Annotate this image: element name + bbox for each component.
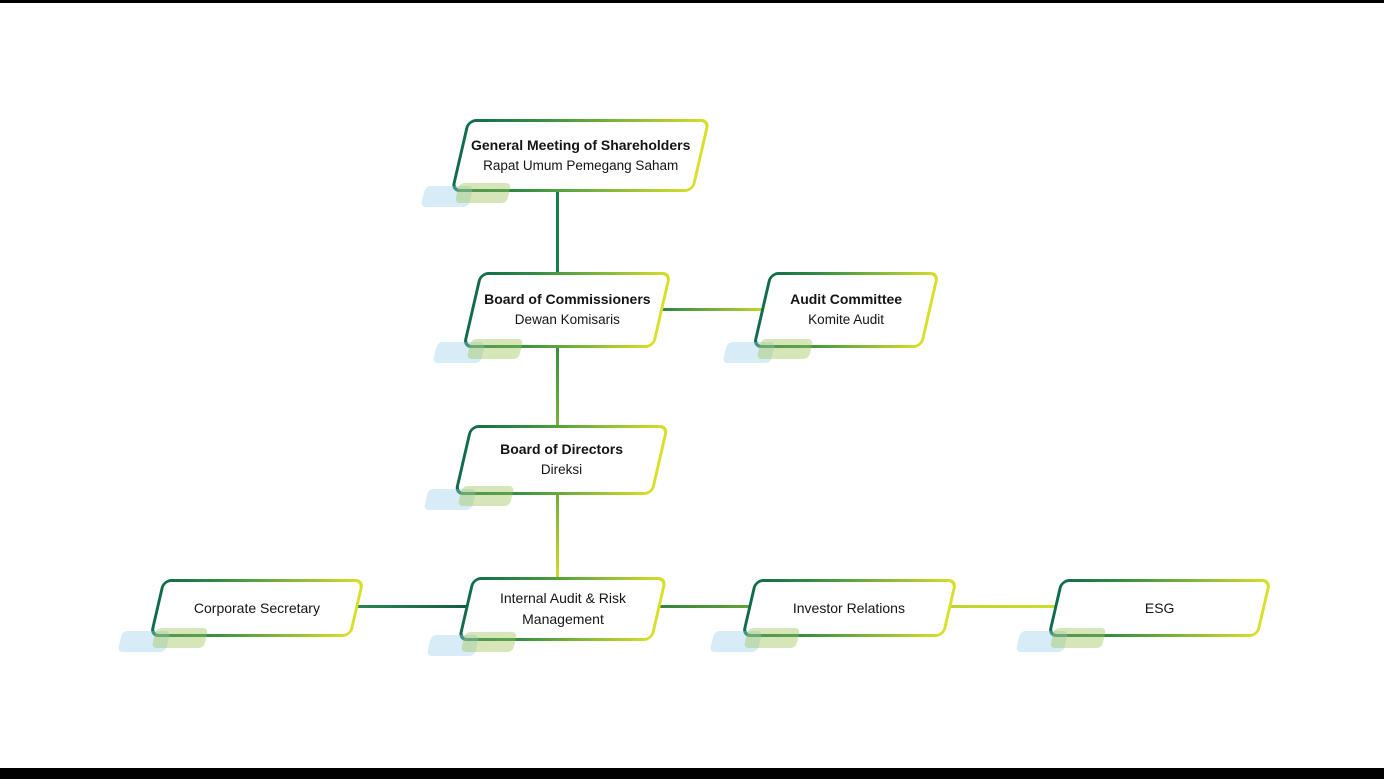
org-node-investor-relations: Investor Relations (709, 579, 958, 652)
org-node-box: ESG (1047, 579, 1272, 637)
connector-bod-to-ia (556, 489, 559, 585)
org-node-title: Internal Audit & Risk Management (499, 590, 626, 627)
org-node-fill: Investor Relations (744, 582, 955, 634)
org-node-title: Corporate Secretary (193, 599, 321, 616)
org-node-fill: Internal Audit & Risk Management (461, 580, 664, 638)
bottom-frame-bar (0, 768, 1384, 779)
connector-ir-to-esg (945, 605, 1065, 608)
connector-boc-to-audit (650, 308, 765, 311)
org-node-box: Corporate Secretary (149, 579, 365, 637)
org-node-text: Corporate Secretary (194, 598, 320, 619)
connector-boc-to-bod (556, 340, 559, 432)
connector-ia-to-ir (650, 605, 765, 608)
org-node-title: Board of Directors (500, 441, 623, 458)
connector-gms-to-boc (556, 185, 559, 277)
org-node-subtitle: Direksi (540, 462, 583, 478)
org-node-internal-audit: Internal Audit & Risk Management (426, 577, 668, 656)
top-frame-bar (0, 0, 1384, 3)
org-node-subtitle: Rapat Umum Pemegang Saham (482, 157, 679, 173)
org-node-title: Investor Relations (793, 599, 906, 616)
org-node-subtitle: Komite Audit (808, 312, 884, 328)
org-node-fill: Corporate Secretary (152, 582, 362, 634)
org-node-subtitle: Dewan Komisaris (514, 312, 620, 328)
org-node-fill: ESG (1050, 582, 1269, 634)
org-node-title: ESG (1144, 599, 1175, 616)
org-node-text: Investor Relations (793, 598, 905, 619)
org-node-text: ESG (1145, 598, 1175, 619)
org-node-esg: ESG (1015, 579, 1272, 652)
org-node-title: General Meeting of Shareholders (470, 136, 691, 153)
org-node-box: Investor Relations (741, 579, 958, 637)
org-node-corporate-secretary: Corporate Secretary (117, 579, 365, 652)
org-node-title: Audit Committee (790, 291, 902, 308)
org-node-title: Board of Commissioners (483, 291, 651, 308)
org-node-box: Internal Audit & Risk Management (457, 577, 668, 641)
connector-corpsec-to-ia (345, 605, 470, 608)
org-node-text: Internal Audit & Risk Management (478, 588, 648, 630)
